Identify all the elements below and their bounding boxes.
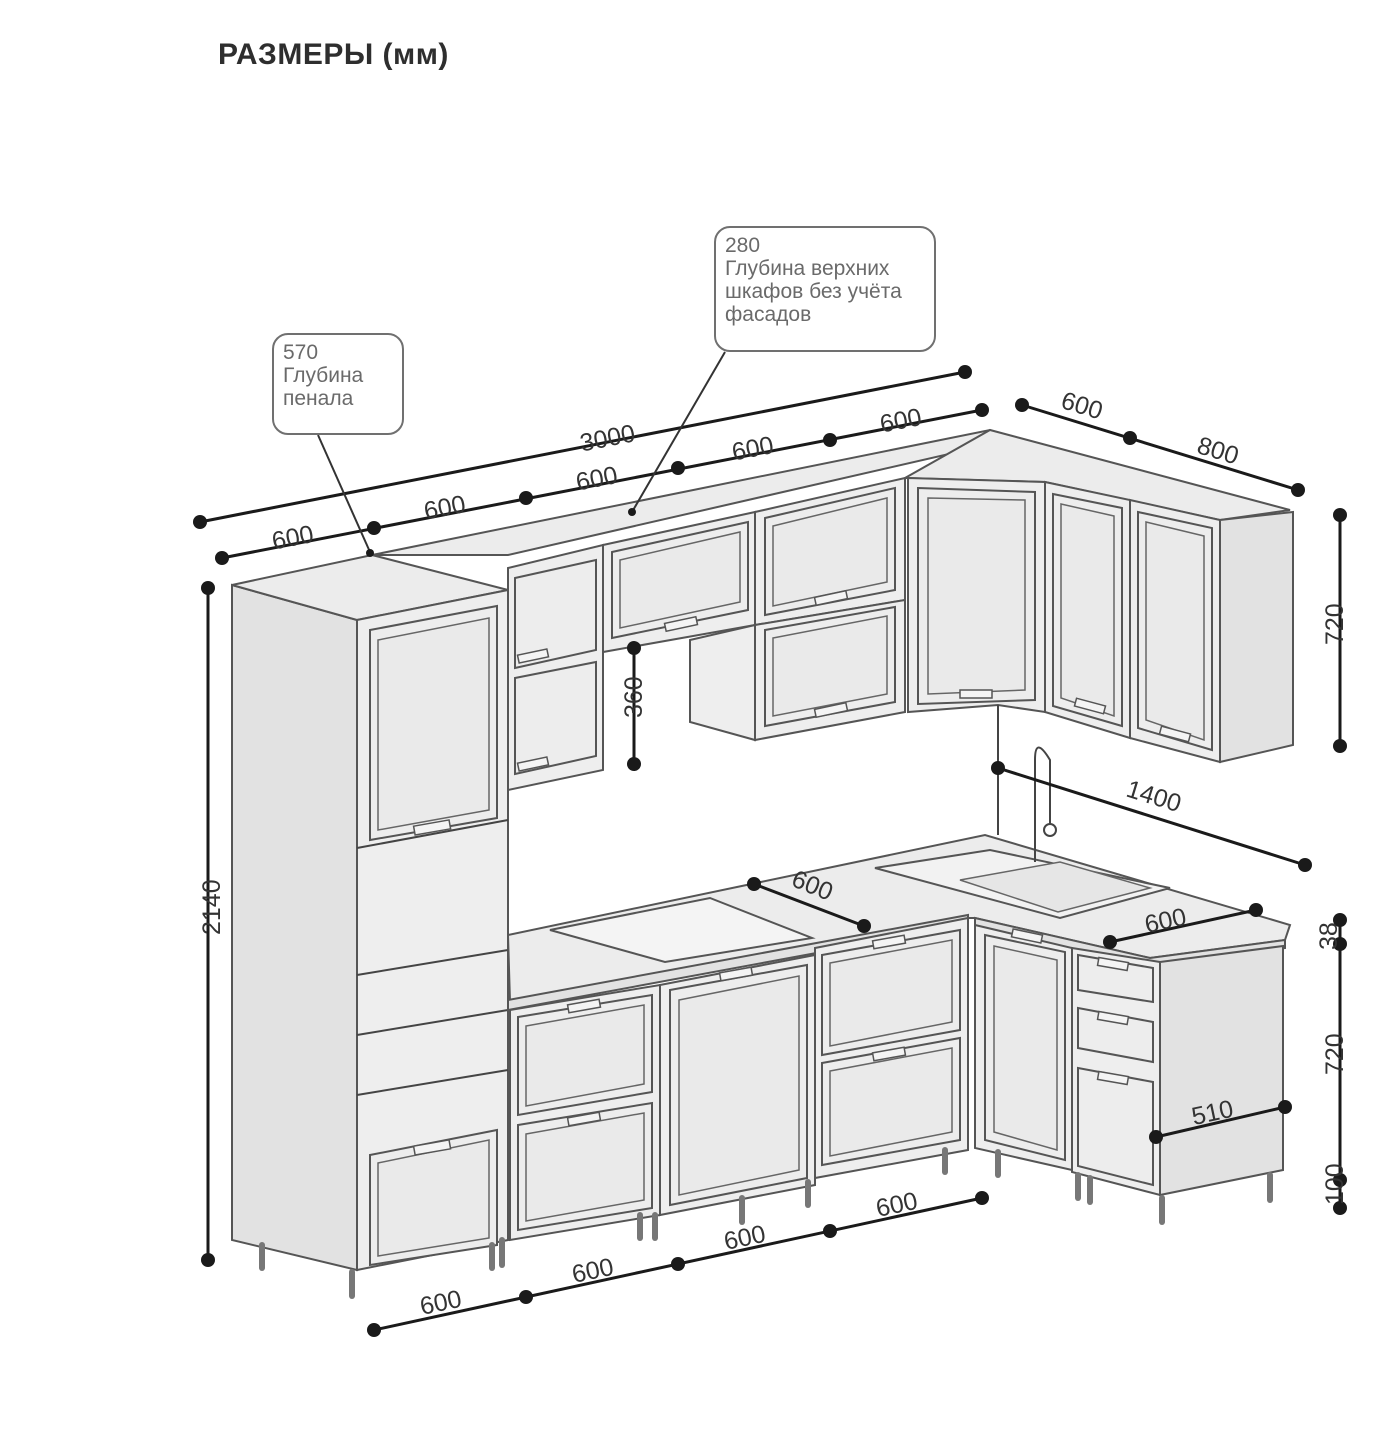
dim-base-height: 720 <box>1321 1033 1349 1075</box>
cooktop <box>549 896 816 964</box>
dim-counter-thickness: 38 <box>1315 922 1343 950</box>
dim-bottom-module-1: 600 <box>417 1285 464 1321</box>
page-title: РАЗМЕРЫ (мм) <box>218 38 449 71</box>
dim-bottom-module-2: 600 <box>569 1253 616 1289</box>
tall-cabinet <box>231 553 509 1299</box>
upper-cabinets-right <box>901 428 1294 835</box>
dimension-lines <box>193 351 1347 1337</box>
dim-top-module-4: 600 <box>730 431 776 466</box>
upper-cabinets-left <box>371 428 1013 792</box>
callout-upper-depth-value: 280 <box>725 234 761 257</box>
callout-upper-depth: 280 Глубина верхних шкафов без учёта фас… <box>714 226 936 352</box>
dim-bottom-module-4: 600 <box>873 1187 920 1223</box>
callout-tall-depth-value: 570 <box>283 341 319 364</box>
dim-top-module-2: 600 <box>422 490 468 525</box>
callout-upper-depth-line3: фасадов <box>725 303 812 326</box>
dim-right-top-2: 800 <box>1194 431 1242 470</box>
callout-tall-depth-line2: пенала <box>283 387 354 410</box>
dim-tall-height: 2140 <box>198 879 226 935</box>
dim-leg-height: 100 <box>1321 1163 1349 1205</box>
callout-upper-depth-line1: Глубина верхних <box>725 257 890 280</box>
dim-top-module-1: 600 <box>270 520 316 555</box>
sink <box>874 746 1171 920</box>
callout-upper-depth-line2: шкафов без учёта <box>725 280 902 303</box>
dim-top-module-5: 600 <box>878 403 924 438</box>
dim-gap-height: 360 <box>620 676 648 718</box>
base-cabinets <box>499 916 1284 1268</box>
dim-upper-height: 720 <box>1321 603 1349 645</box>
callout-tall-depth: 570 Глубина пенала <box>272 333 404 435</box>
dim-bottom-module-3: 600 <box>721 1220 768 1256</box>
dim-top-module-3: 600 <box>574 461 620 496</box>
dim-top-total: 3000 <box>577 419 637 457</box>
callout-tall-depth-line1: Глубина <box>283 364 364 387</box>
